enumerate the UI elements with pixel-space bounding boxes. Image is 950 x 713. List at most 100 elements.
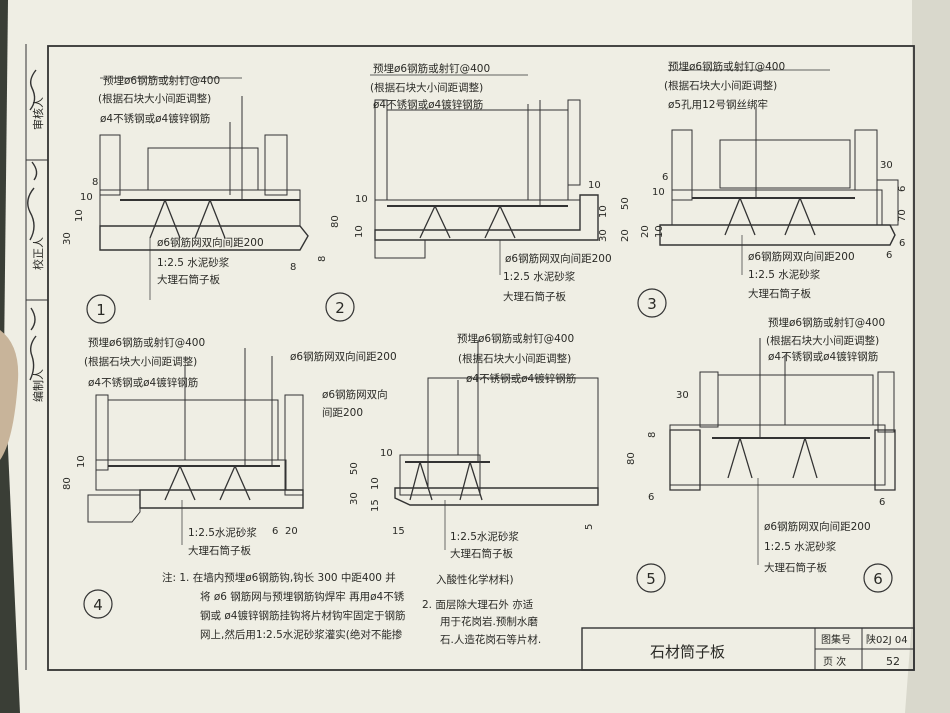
detail-number: 3	[647, 295, 657, 313]
paper	[4, 0, 916, 713]
dimension: 20	[285, 526, 298, 537]
legend-text: 大理石筒子板	[764, 561, 827, 574]
detail-number: 4	[93, 596, 103, 614]
dimension: 80	[62, 477, 73, 490]
next-page-edge	[905, 0, 950, 713]
detail-4: 预埋ø6钢筋或射钉@400 (根据石块大小间距调整) ø4不锈钢或ø4镀锌钢筋 …	[62, 336, 397, 619]
dimension: 10	[80, 192, 93, 203]
note-text: 预埋ø6钢筋或射钉@400	[457, 332, 574, 345]
detail-3: 预埋ø6钢筋或射钉@400 (根据石块大小间距调整) ø5孔用12号钢丝绑牢 1…	[637, 60, 908, 318]
title-block: 石材筒子板 图集号 陕02J 04 页 次 52	[581, 627, 915, 671]
note-text: (根据石块大小间距调整)	[370, 81, 483, 94]
dimension: 10	[652, 187, 665, 198]
legend-text: 1:2.5水泥砂浆	[188, 526, 257, 539]
note-text: ø6钢筋网双向	[322, 388, 388, 401]
dimension: 6	[662, 172, 668, 183]
dimension: 6	[879, 497, 885, 508]
dimension: 30	[598, 229, 609, 242]
note-line: 入酸性化学材料)	[436, 573, 514, 586]
legend-text: 1:2.5水泥砂浆	[450, 530, 519, 543]
dimension: 70	[897, 209, 908, 222]
legend-text: ø6钢筋网双向间距200	[764, 520, 871, 533]
page-number: 52	[886, 655, 900, 668]
note-line: 注: 1. 在墙内预埋ø6钢筋钩,钩长 300 中距400 并	[162, 571, 396, 584]
dimension: 10	[370, 477, 381, 490]
note-text: (根据石块大小间距调整)	[98, 92, 211, 105]
dimension: 20	[620, 229, 631, 242]
note-line: 2. 面层除大理石外 亦适	[422, 598, 534, 611]
note-text: ø6钢筋网双向间距200	[290, 350, 397, 363]
side-label: 审核人	[31, 97, 45, 130]
note-line: 石.人造花岗石等片材.	[440, 633, 541, 646]
legend-text: 大理石筒子板	[157, 273, 220, 286]
dimension: 50	[620, 197, 631, 210]
dimension: 10	[654, 225, 665, 238]
note-text: 预埋ø6钢筋或射钉@400	[668, 60, 785, 73]
dimension: 80	[330, 215, 341, 228]
dimension: 10	[588, 180, 601, 191]
legend-text: 大理石筒子板	[450, 547, 513, 560]
note-text: ø4不锈钢或ø4镀锌钢筋	[768, 350, 878, 363]
page-label: 页 次	[823, 655, 846, 668]
detail-6: 预埋ø6钢筋或射钉@400 (根据石块大小间距调整) ø4不锈钢或ø4镀锌钢筋 …	[626, 316, 896, 593]
dimension: 8	[290, 262, 296, 273]
note-line: 网上,然后用1:2.5水泥砂浆灌实(绝对不能掺	[200, 628, 403, 641]
detail-number: 6	[873, 570, 883, 588]
signature-column: 编制人 校正人 审核人	[26, 69, 48, 402]
legend-text: 1:2.5 水泥砂浆	[748, 268, 821, 281]
note-text: ø4不锈钢或ø4镀锌钢筋	[100, 112, 210, 125]
atlas-label: 图集号	[821, 633, 851, 646]
note-text: 预埋ø6钢筋或射钉@400	[768, 316, 885, 329]
legend-text: 大理石筒子板	[503, 290, 566, 303]
dimension: 30	[349, 492, 360, 505]
note-line: 将 ø6 钢筋网与预埋钢筋钩焊牢 再用ø4不锈	[200, 590, 405, 603]
note-text: 间距200	[322, 406, 363, 419]
handwritten-signature	[29, 69, 37, 111]
dimension: 5	[584, 524, 595, 530]
note-text: (根据石块大小间距调整)	[664, 79, 777, 92]
legend-text: ø6钢筋网双向间距200	[157, 236, 264, 249]
detail-number: 1	[96, 301, 106, 319]
dimension: 30	[880, 160, 893, 171]
dimension: 30	[62, 232, 73, 245]
detail-5: 预埋ø6钢筋或射钉@400 (根据石块大小间距调整) ø4不锈钢或ø4镀锌钢筋 …	[322, 332, 666, 593]
dimension: 8	[317, 256, 328, 262]
handwritten-signature	[29, 307, 37, 381]
detail-2: 预埋ø6钢筋或射钉@400 (根据石块大小间距调整) ø4不锈钢或ø4镀锌钢筋 …	[317, 62, 631, 322]
dimension: 10	[354, 225, 365, 238]
detail-1: 预埋ø6钢筋或射钉@400 (根据石块大小间距调整) ø4不锈钢或ø4镀锌钢筋 …	[62, 74, 309, 324]
note-text: 预埋ø6钢筋或射钉@400	[103, 74, 220, 87]
legend-text: ø6钢筋网双向间距200	[505, 252, 612, 265]
detail-number: 2	[335, 299, 345, 317]
note-text: ø5孔用12号钢丝绑牢	[668, 98, 768, 111]
note-text: 预埋ø6钢筋或射钉@400	[88, 336, 205, 349]
dimension: 30	[676, 390, 689, 401]
dimension: 8	[92, 177, 98, 188]
note-text: (根据石块大小间距调整)	[458, 352, 571, 365]
detail-number: 5	[646, 570, 656, 588]
dimension: 80	[626, 452, 637, 465]
drawing-title: 石材筒子板	[650, 643, 725, 661]
dimension: 10	[76, 455, 87, 468]
dimension: 6	[648, 492, 654, 503]
note-line: 用于花岗岩.预制水磨	[440, 615, 538, 628]
dimension: 10	[380, 448, 393, 459]
dimension: 10	[598, 205, 609, 218]
dimension: 8	[647, 432, 658, 438]
dimension: 10	[355, 194, 368, 205]
dimension: 6	[886, 250, 892, 261]
finger	[0, 330, 19, 460]
legend-text: 1:2.5 水泥砂浆	[503, 270, 576, 283]
note-text: ø4不锈钢或ø4镀锌钢筋	[88, 376, 198, 389]
handwritten-signature	[27, 161, 38, 241]
dimension: 6	[899, 238, 905, 249]
atlas-number: 陕02J 04	[866, 633, 908, 646]
dimension: 6	[272, 526, 278, 537]
side-label: 校正人	[31, 237, 45, 270]
dimension: 15	[370, 499, 381, 512]
legend-text: 大理石筒子板	[188, 544, 251, 557]
note-line: 钢或 ø4镀锌钢筋挂钩将片材钩牢固定于钢筋	[200, 609, 405, 622]
dimension: 20	[640, 225, 651, 238]
